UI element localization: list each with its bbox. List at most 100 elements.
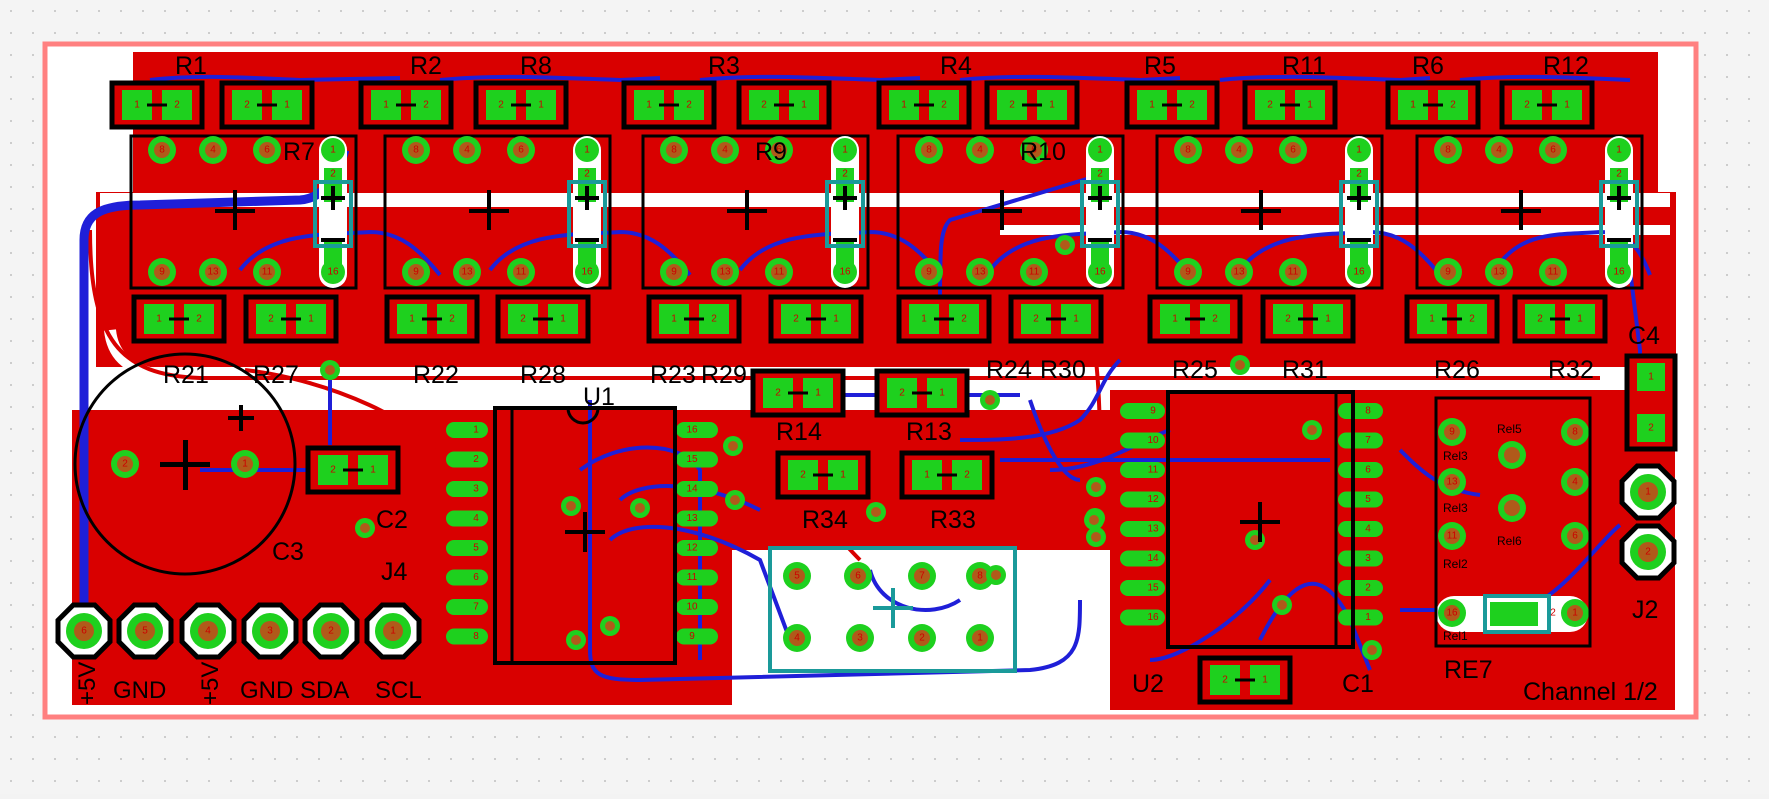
relay-coil-pad[interactable]: [578, 168, 596, 202]
pin-number: 16: [1613, 267, 1625, 278]
pin-number: 1: [1097, 145, 1103, 156]
relay-coil-pad[interactable]: [1610, 168, 1628, 202]
relay-diode-outline: [1599, 180, 1639, 248]
pin-number: 11: [516, 267, 527, 278]
pin-number: 10: [686, 602, 698, 613]
pin-number: 16: [686, 425, 698, 436]
j4-label-6: SCL: [375, 677, 422, 704]
u1-pin[interactable]: [676, 569, 718, 586]
relay-coil-pad[interactable]: [833, 260, 857, 284]
re7-label: Rel5: [1497, 422, 1522, 436]
u1-pin[interactable]: [676, 599, 718, 615]
u1-pin[interactable]: [446, 599, 488, 615]
u2-pin[interactable]: [1120, 580, 1165, 596]
u1-pin[interactable]: [676, 510, 718, 527]
u1-pin[interactable]: [446, 510, 488, 527]
u2-pin[interactable]: [1338, 462, 1383, 478]
relay-coil-pad[interactable]: [324, 168, 342, 202]
label-R31: R31: [1282, 356, 1328, 384]
relay-coil-pad[interactable]: [1607, 260, 1631, 284]
via-drill: [1250, 535, 1260, 545]
tht-drill: [1440, 264, 1456, 280]
pin-number: 11: [1447, 531, 1458, 542]
u1-pin[interactable]: [446, 481, 488, 497]
label-R29: R29: [701, 361, 747, 389]
u1-pin[interactable]: [676, 422, 718, 438]
u2-pin[interactable]: [1338, 491, 1383, 508]
u1-pin[interactable]: [676, 481, 718, 497]
pin-number: 2: [1365, 583, 1371, 594]
via-drill: [1060, 240, 1070, 250]
u2-pin[interactable]: [1338, 432, 1383, 449]
u1-pin[interactable]: [676, 540, 718, 556]
re7-label: Rel3: [1443, 501, 1468, 515]
u2-pin[interactable]: [1338, 580, 1383, 596]
relay-coil-pad[interactable]: [836, 168, 854, 202]
tht-drill: [771, 264, 787, 280]
relay-coil-pad[interactable]: [833, 138, 857, 162]
pin-number: 2: [1450, 100, 1456, 111]
pin-number: 2: [964, 470, 970, 481]
u2-pin[interactable]: [1338, 609, 1383, 626]
label-C3: C3: [272, 538, 304, 566]
connector-drill: [383, 621, 403, 641]
relay-coil-pad[interactable]: [1088, 260, 1112, 284]
relay-coil-pad[interactable]: [1091, 168, 1109, 202]
u1-pin[interactable]: [446, 422, 488, 438]
u2-pin[interactable]: [1120, 432, 1165, 449]
relay-coil-pad[interactable]: [321, 138, 345, 162]
re7-label: Rel1: [1443, 629, 1468, 643]
label-C2: C2: [376, 506, 408, 534]
u2-pin[interactable]: [1338, 403, 1383, 419]
pin-number: 8: [473, 631, 479, 642]
pin-number: 1: [801, 100, 807, 111]
re7-diode-pad[interactable]: [1490, 602, 1538, 626]
relay-diode-mark: [575, 238, 599, 242]
u1-pin[interactable]: [446, 540, 488, 556]
label-R7: R7: [283, 138, 315, 166]
relay-coil-pad[interactable]: [575, 138, 599, 162]
pin-number: 11: [1148, 465, 1159, 476]
relay-coil-pad[interactable]: [1607, 138, 1631, 162]
pin-number: 1: [1149, 100, 1155, 111]
relay-coil-pad[interactable]: [1347, 138, 1371, 162]
relay-outline: [1415, 134, 1644, 290]
tht-drill: [1567, 605, 1583, 621]
relay-coil-pad[interactable]: [1350, 168, 1368, 202]
tht-drill: [1285, 264, 1301, 280]
tht-drill: [1567, 474, 1583, 490]
pin-number: 1: [473, 425, 479, 436]
relay-coil-pad[interactable]: [575, 260, 599, 284]
u2-pin[interactable]: [1120, 609, 1165, 626]
smd-pad[interactable]: [1637, 414, 1665, 442]
u2-pin[interactable]: [1338, 521, 1383, 537]
u1-pin[interactable]: [446, 628, 488, 645]
pin-number: 7: [919, 571, 925, 582]
u1-pin[interactable]: [676, 628, 718, 645]
pin-number: 8: [1572, 427, 1578, 438]
u1-pin[interactable]: [446, 451, 488, 468]
tht-drill: [666, 264, 682, 280]
u2-pin[interactable]: [1120, 521, 1165, 537]
u2-pin[interactable]: [1120, 462, 1165, 478]
pin-number: 2: [711, 314, 717, 325]
pin-number: 2: [174, 100, 180, 111]
u2-pin[interactable]: [1120, 491, 1165, 508]
relay-coil-pad[interactable]: [1088, 138, 1112, 162]
pin-number: 1: [1073, 314, 1079, 325]
label-U1: U1: [583, 383, 615, 411]
u1-pin[interactable]: [446, 569, 488, 586]
u2-pin[interactable]: [1338, 550, 1383, 567]
u1-pin[interactable]: [676, 451, 718, 468]
relay-coil-pad[interactable]: [321, 260, 345, 284]
relay-center-mark: [1519, 190, 1523, 230]
c3-capacitor-plus-v: [239, 405, 243, 431]
u2-pin[interactable]: [1120, 550, 1165, 567]
smd-pad[interactable]: [1637, 363, 1665, 391]
tht-drill: [1180, 142, 1196, 158]
pin-number: 2: [498, 100, 504, 111]
u2-pin[interactable]: [1120, 403, 1165, 419]
relay-coil-pad[interactable]: [1347, 260, 1371, 284]
